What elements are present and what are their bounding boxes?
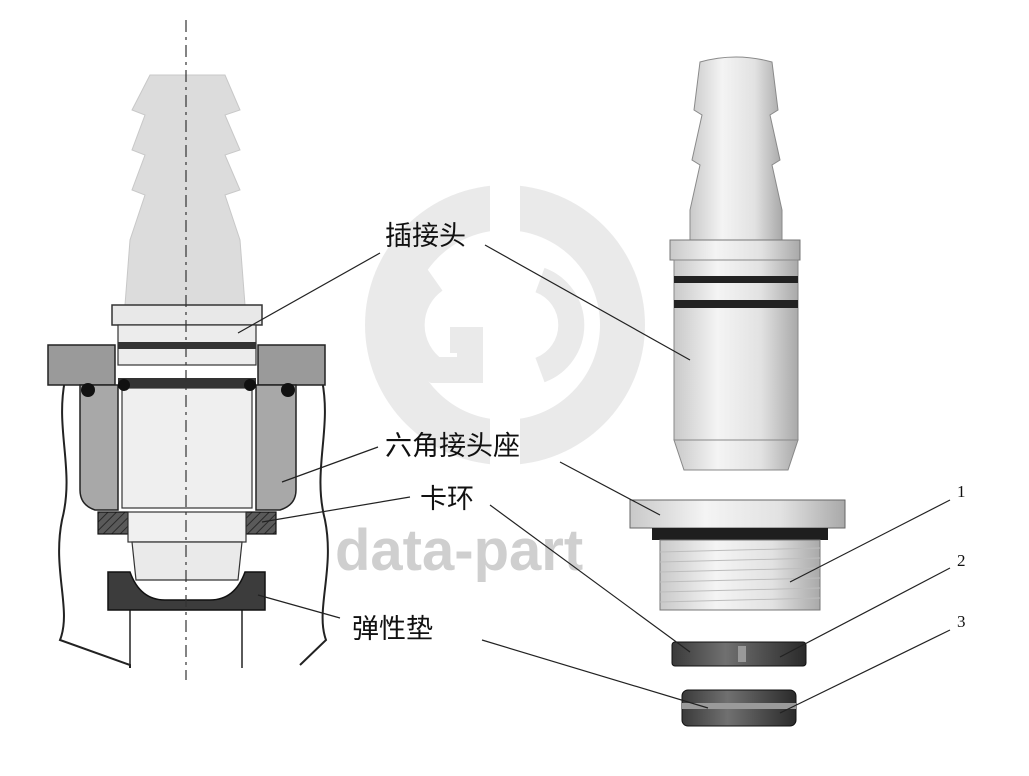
cross-section-view bbox=[47, 20, 329, 680]
part-number-3: 3 bbox=[957, 612, 966, 631]
part-number-2: 2 bbox=[957, 551, 966, 570]
label-elastic-pad: 弹性垫 bbox=[352, 614, 433, 645]
label-snap-ring: 卡环 bbox=[420, 484, 474, 515]
part-number-1: 1 bbox=[957, 482, 966, 501]
watermark-text: data-part bbox=[335, 518, 583, 583]
exploded-view bbox=[629, 56, 846, 727]
watermark-logo bbox=[365, 185, 645, 465]
label-plug: 插接头 bbox=[385, 221, 466, 252]
leader-lines bbox=[237, 244, 951, 714]
label-hex-base: 六角接头座 bbox=[385, 431, 520, 462]
